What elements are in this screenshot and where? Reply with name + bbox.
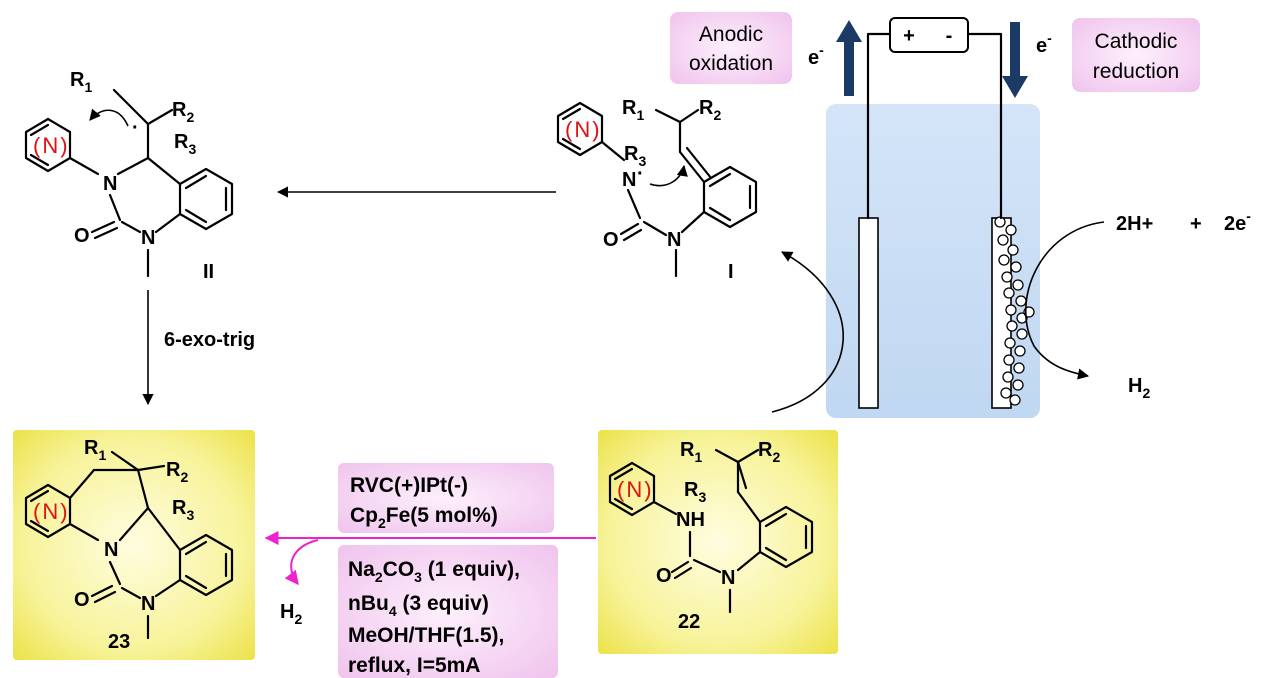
cell-container bbox=[826, 104, 1040, 418]
svg-text:R2: R2 bbox=[166, 459, 188, 485]
conditions-line-nbu4: nBu4 (3 equiv) bbox=[348, 592, 489, 619]
h2-release-arrow bbox=[284, 539, 319, 586]
electron-down-arrow bbox=[1002, 22, 1028, 98]
substrate-22-highlight bbox=[598, 430, 838, 654]
conditions-line-na2co3: Na2CO3 (1 equiv), bbox=[348, 558, 520, 585]
h2-byproduct: H2 bbox=[280, 601, 302, 627]
conditions-line-rvc: RVC(+)IPt(-) bbox=[350, 474, 468, 497]
svg-text:R3: R3 bbox=[624, 143, 646, 169]
svg-text:NH: NH bbox=[676, 509, 705, 531]
svg-text:N: N bbox=[141, 227, 155, 249]
svg-text:R2: R2 bbox=[699, 97, 721, 123]
label-II: II bbox=[203, 261, 214, 283]
svg-text:N: N bbox=[104, 539, 118, 561]
svg-text:N: N bbox=[622, 169, 636, 191]
cathodic-label-line2: reduction bbox=[1093, 60, 1179, 83]
label-22: 22 bbox=[678, 611, 700, 633]
hydrogen-bubbles bbox=[994, 216, 1035, 406]
svg-text:(N): (N) bbox=[33, 133, 68, 158]
power-plus: + bbox=[903, 25, 915, 47]
cathodic-box bbox=[1072, 18, 1200, 92]
label-23: 23 bbox=[108, 631, 130, 653]
svg-text:R1: R1 bbox=[622, 97, 644, 123]
svg-text:(N): (N) bbox=[33, 499, 68, 524]
product-23: (N) N O N R1 R2 R3 bbox=[24, 437, 234, 640]
label-I: I bbox=[728, 261, 734, 283]
svg-text:(N): (N) bbox=[617, 477, 652, 502]
svg-text:O: O bbox=[603, 229, 619, 251]
svg-text:N: N bbox=[721, 567, 735, 589]
step-label: 6-exo-trig bbox=[164, 329, 255, 351]
electron-up-arrow bbox=[836, 20, 862, 96]
cathode-eq-2e: 2e- bbox=[1224, 208, 1251, 235]
anodic-box bbox=[670, 12, 792, 84]
substrate-22: (N) NH O N R1 R2 R3 bbox=[608, 439, 814, 614]
power-supply bbox=[889, 17, 969, 53]
svg-text:·: · bbox=[132, 117, 139, 139]
cathode-eq-plus: + bbox=[1190, 213, 1202, 235]
electron-label-right: e- bbox=[1036, 30, 1052, 57]
intermediate-I: (N) N · O N R1 R2 R3 bbox=[556, 97, 758, 278]
svg-text:O: O bbox=[656, 565, 672, 587]
svg-text:N: N bbox=[667, 229, 681, 251]
anodic-label-line1: Anodic bbox=[699, 23, 763, 46]
svg-text:(N): (N) bbox=[565, 117, 600, 142]
svg-text:R3: R3 bbox=[684, 479, 706, 505]
svg-text:O: O bbox=[74, 225, 90, 247]
anodic-label-line2: oxidation bbox=[689, 52, 773, 75]
svg-text:R1: R1 bbox=[84, 437, 106, 463]
conditions-line-reflux: reflux, I=5mA bbox=[348, 654, 480, 677]
cathode-curved-arrow bbox=[1025, 221, 1105, 380]
electrochemical-cell: + - e- e- bbox=[808, 17, 1052, 418]
conditions-line-cp2fe: Cp2Fe(5 mol%) bbox=[350, 504, 498, 531]
cathodic-label-line1: Cathodic bbox=[1095, 30, 1178, 53]
svg-text:R3: R3 bbox=[174, 131, 196, 157]
conditions-top-box bbox=[338, 463, 554, 533]
product-23-highlight bbox=[13, 430, 255, 660]
svg-text:R2: R2 bbox=[172, 99, 194, 125]
power-minus: - bbox=[946, 25, 953, 47]
anode bbox=[858, 217, 879, 409]
h2-cathode: H2 bbox=[1128, 375, 1150, 401]
anode-curved-arrow bbox=[771, 251, 845, 413]
svg-text:R1: R1 bbox=[680, 439, 702, 465]
svg-text:N: N bbox=[103, 173, 117, 195]
cathode-eq-2h: 2H+ bbox=[1116, 213, 1153, 235]
svg-text:R2: R2 bbox=[758, 439, 780, 465]
svg-text:R1: R1 bbox=[70, 69, 92, 95]
conditions-line-solvent: MeOH/THF(1.5), bbox=[348, 624, 504, 647]
svg-text:R3: R3 bbox=[172, 497, 194, 523]
svg-text:O: O bbox=[74, 589, 90, 611]
svg-text:N: N bbox=[141, 593, 155, 615]
intermediate-II: (N) N O N R1 R2 R3 · bbox=[24, 69, 234, 278]
conditions-bottom-box bbox=[338, 545, 558, 678]
svg-text:·: · bbox=[637, 163, 644, 185]
electron-label-left: e- bbox=[808, 42, 824, 69]
